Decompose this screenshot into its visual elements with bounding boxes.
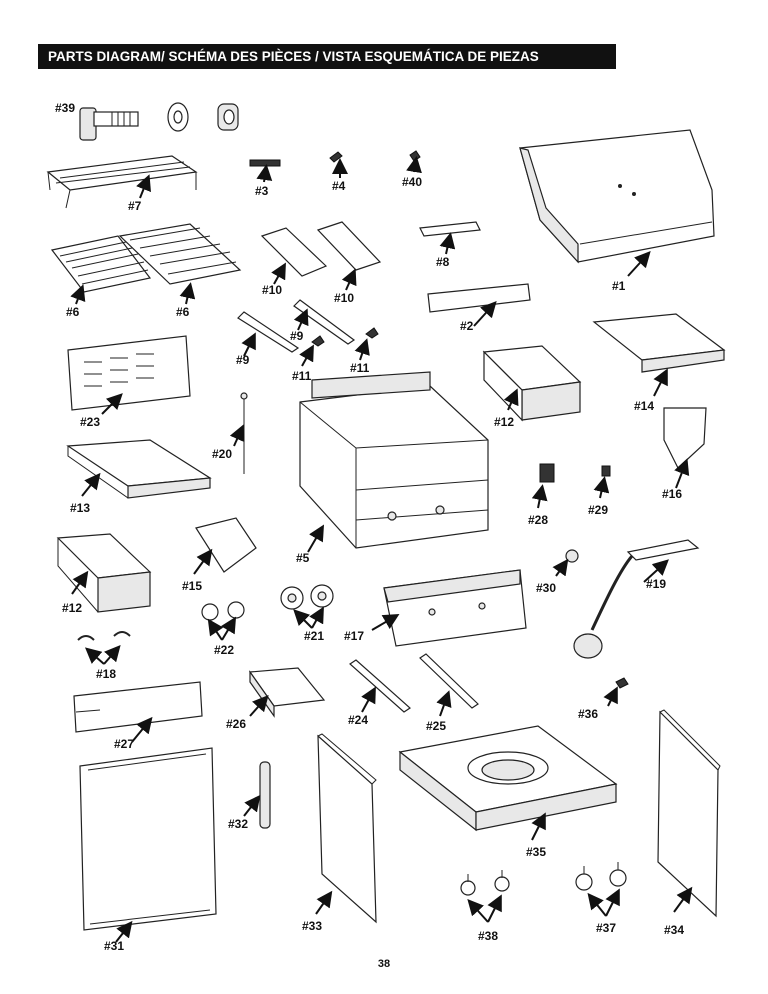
label-33: #33 (302, 919, 322, 933)
label-35: #35 (526, 845, 546, 859)
label-3: #3 (255, 184, 269, 198)
part-13-shelf (66, 439, 212, 499)
label-11a: #11 (292, 369, 312, 383)
label-15: #15 (182, 579, 202, 593)
part-1-lid (519, 129, 715, 264)
part-18-clips (77, 631, 131, 641)
part-31-door (79, 747, 217, 931)
part-36-fitting (615, 677, 629, 689)
label-36: #36 (578, 707, 598, 721)
label-12b: #12 (62, 601, 82, 615)
label-32: #32 (228, 817, 248, 831)
part-27-back-panel (73, 681, 203, 733)
label-5: #5 (296, 551, 310, 565)
part-12-side-frame-lower (56, 533, 152, 613)
label-39: #39 (55, 101, 75, 115)
label-11b: #11 (350, 361, 370, 375)
part-8-heat-shield (419, 221, 481, 237)
part-3-4-40 (249, 150, 421, 167)
part-7-warming-rack (46, 155, 198, 209)
part-14-side-shelf (592, 313, 726, 373)
label-40: #40 (402, 175, 422, 189)
label-22: #22 (214, 643, 234, 657)
label-25: #25 (426, 719, 446, 733)
label-10a: #10 (262, 283, 282, 297)
part-10-flame-tamers (260, 221, 382, 277)
label-20: #20 (212, 447, 232, 461)
part-30-fitting (565, 549, 579, 563)
label-8: #8 (436, 255, 450, 269)
part-9-burners (237, 299, 356, 353)
label-17: #17 (344, 629, 364, 643)
label-31: #31 (104, 939, 124, 953)
label-14: #14 (634, 399, 654, 413)
label-18: #18 (96, 667, 116, 681)
label-6a: #6 (66, 305, 80, 319)
label-10b: #10 (334, 291, 354, 305)
part-11-electrodes (311, 327, 379, 347)
part-39-hardware (79, 102, 239, 141)
part-16-deflector (663, 407, 707, 469)
label-34: #34 (664, 923, 684, 937)
label-4: #4 (332, 179, 346, 193)
part-12-side-frame-top (482, 345, 582, 422)
label-30: #30 (536, 581, 556, 595)
label-9b: #9 (290, 329, 304, 343)
part-26-grease-tray (248, 667, 326, 718)
label-13: #13 (70, 501, 90, 515)
label-29: #29 (588, 503, 608, 517)
part-24-25-rails (349, 653, 479, 713)
part-5-firebox (299, 371, 489, 549)
page-number: 38 (377, 958, 391, 970)
diagram-title-banner: PARTS DIAGRAM/ SCHÉMA DES PIÈCES / VISTA… (38, 44, 616, 69)
part-21-control-knobs (280, 584, 334, 610)
part-15-corner (195, 517, 257, 573)
label-24: #24 (348, 713, 368, 727)
part-38-casters (460, 870, 510, 896)
label-1: #1 (612, 279, 626, 293)
label-37: #37 (596, 921, 616, 935)
part-34-side-panel (657, 709, 721, 918)
label-12a: #12 (494, 415, 514, 429)
part-35-bottom-base (398, 725, 618, 832)
label-27: #27 (114, 737, 134, 751)
label-38: #38 (478, 929, 498, 943)
part-19-regulator-hose (573, 539, 700, 659)
label-16: #16 (662, 487, 682, 501)
part-23-panel (67, 335, 191, 411)
label-26: #26 (226, 717, 246, 731)
part-6-cooking-grates (50, 223, 242, 293)
part-17-control-panel (383, 569, 527, 647)
label-19: #19 (646, 577, 666, 591)
part-32-door-handle (259, 761, 271, 829)
label-9a: #9 (236, 353, 250, 367)
part-22-bezels (201, 601, 245, 621)
part-28-29 (539, 463, 611, 483)
label-2: #2 (460, 319, 474, 333)
label-6b: #6 (176, 305, 190, 319)
part-37-wheels (575, 862, 627, 891)
part-20-rod (240, 392, 248, 474)
label-23: #23 (80, 415, 100, 429)
part-33-side-panel (317, 733, 377, 924)
label-7: #7 (128, 199, 142, 213)
label-28: #28 (528, 513, 548, 527)
label-21: #21 (304, 629, 324, 643)
part-2-lid-handle (427, 283, 531, 313)
